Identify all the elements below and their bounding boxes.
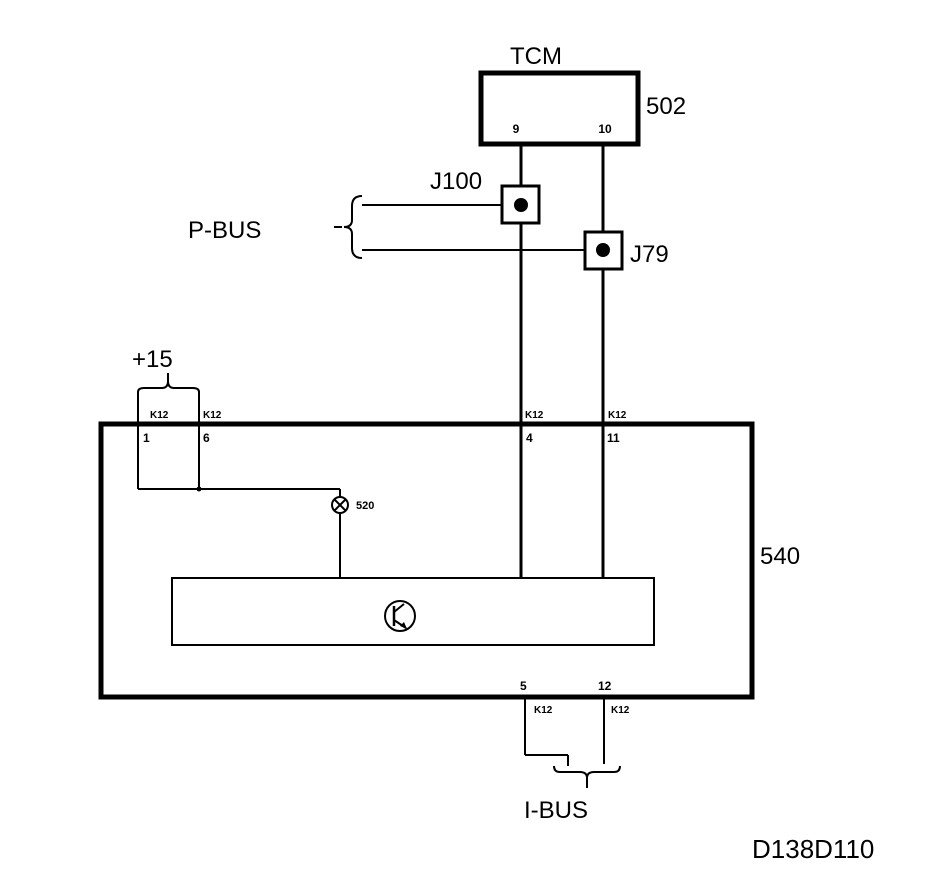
splice-j79-dot — [596, 243, 610, 257]
pbus-brace — [343, 195, 363, 259]
tcm-id: 502 — [646, 93, 686, 120]
supply-brace — [137, 380, 200, 398]
module-pin-12: 12 — [598, 679, 612, 693]
figure-code: D138D110 — [752, 834, 874, 864]
transistor-icon — [384, 600, 416, 632]
inner-circuit-block — [171, 577, 655, 646]
module-540-box — [98, 421, 755, 700]
tcm-box — [478, 70, 641, 147]
transistor-arrow — [400, 622, 407, 629]
splice-j79-label: J79 — [630, 241, 669, 268]
lamp-520: 520 — [331, 496, 374, 514]
splice-j79: J79 — [583, 230, 669, 271]
ibus-label: I-BUS — [524, 797, 588, 824]
junction-dot — [196, 486, 202, 492]
tcm-title: TCM — [510, 43, 562, 70]
supply-label: +15 — [132, 346, 173, 373]
supply-group: +15 — [132, 346, 200, 398]
splice-j100-dot — [514, 198, 528, 212]
pbus-group: P-BUS — [188, 195, 585, 259]
tcm-pin-9: 9 — [513, 122, 520, 136]
tcm-module: TCM 502 9 10 — [478, 43, 686, 147]
connector-k12-pin6: K12 — [203, 410, 222, 421]
module-pin-6: 6 — [203, 431, 210, 445]
splice-j100: J100 — [430, 168, 541, 225]
connector-k12-pin12: K12 — [611, 705, 630, 716]
transistor-collector — [393, 603, 405, 613]
module-pin-11: 11 — [607, 431, 620, 445]
connector-k12-pin11: K12 — [608, 410, 627, 421]
connector-k12-pin4: K12 — [525, 410, 544, 421]
module-pin-4: 4 — [526, 431, 533, 445]
lamp-id: 520 — [356, 500, 374, 512]
tcm-pin-10: 10 — [598, 122, 612, 136]
connector-k12-pin1: K12 — [150, 410, 169, 421]
pbus-label: P-BUS — [188, 217, 261, 244]
splice-j100-label: J100 — [430, 168, 482, 195]
lamp-cross-b — [333, 498, 347, 512]
connector-k12-pin5: K12 — [534, 705, 553, 716]
module-pin-5: 5 — [520, 679, 527, 693]
module-pin-1: 1 — [143, 431, 150, 445]
module-540-id: 540 — [760, 543, 800, 570]
transistor-circle — [384, 600, 416, 632]
ibus-brace — [553, 765, 621, 779]
